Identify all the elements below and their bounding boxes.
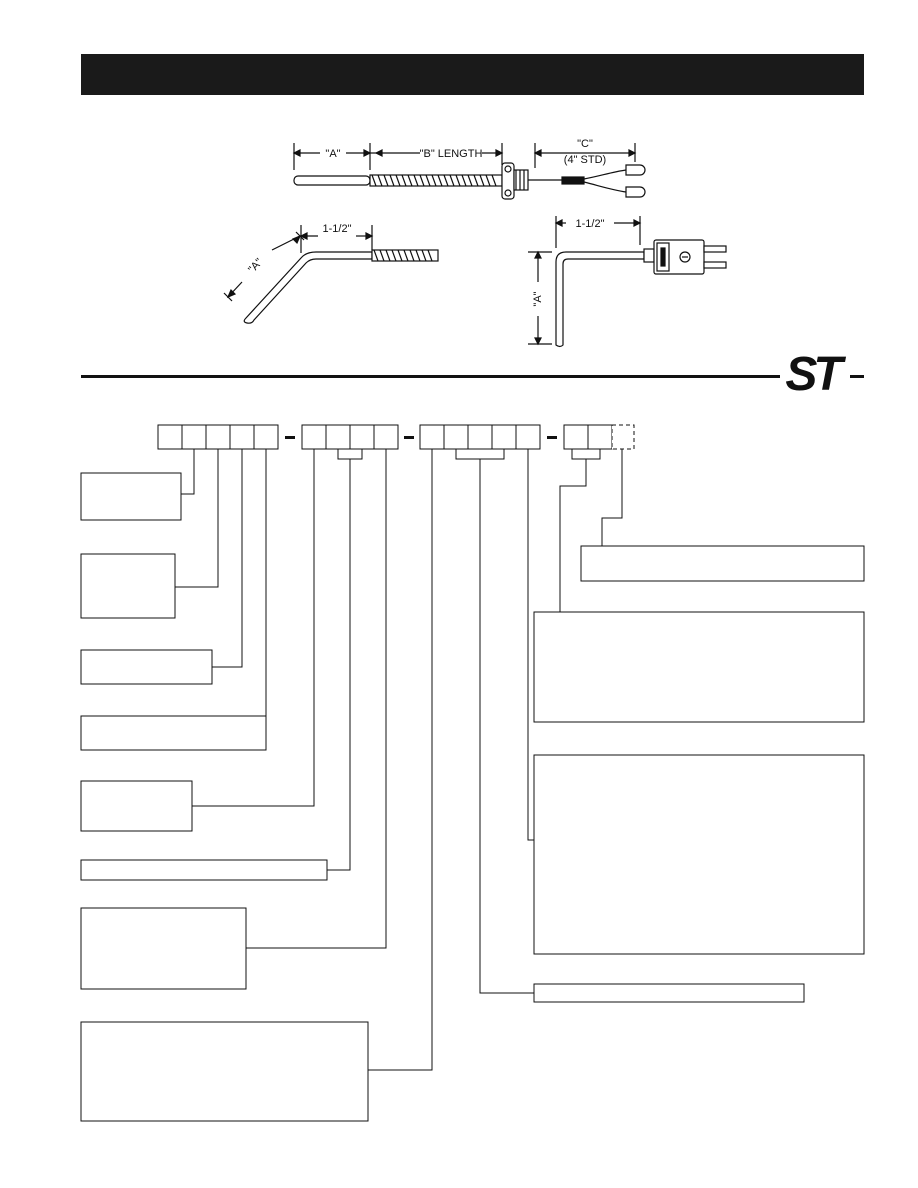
dim-b-label: "B" LENGTH: [420, 148, 483, 160]
pn-box: [253, 424, 279, 450]
bend-width-label: 1-1/2": [323, 223, 352, 235]
section-divider: [81, 375, 781, 378]
pn-box: [443, 424, 469, 450]
callout-box-9: [580, 545, 865, 582]
pn-box: [157, 424, 183, 450]
pn-box-optional: [611, 424, 635, 450]
bent-probe-icon: [223, 225, 439, 324]
pn-box: [491, 424, 517, 450]
callout-box-8: [80, 1021, 369, 1122]
callout-box-1: [80, 472, 182, 521]
bend-width-label-2: 1-1/2": [576, 218, 605, 230]
plug-probe-icon: [528, 216, 727, 348]
callout-box-10: [533, 611, 865, 723]
bend-dim-a-label-2: "A": [532, 291, 544, 306]
callout-boxes-right: [533, 545, 865, 1003]
callout-boxes-left: [80, 472, 369, 1122]
part-number-boxes: [157, 424, 635, 450]
dim-a-label: "A": [325, 148, 340, 160]
pn-box: [181, 424, 207, 450]
pn-box: [587, 424, 613, 450]
callout-box-4: [80, 715, 267, 751]
callout-box-12: [533, 983, 805, 1003]
callout-box-6: [80, 859, 328, 881]
leader-lines: [175, 449, 623, 1071]
pn-dashes: [285, 436, 557, 439]
pn-box: [301, 424, 327, 450]
pn-box: [373, 424, 399, 450]
pn-box: [515, 424, 541, 450]
pn-box: [467, 424, 493, 450]
pn-box: [563, 424, 589, 450]
callout-box-3: [80, 649, 213, 685]
pn-box: [205, 424, 231, 450]
pn-box: [349, 424, 375, 450]
thermocouple-probe-icon: [292, 143, 646, 200]
pn-box: [325, 424, 351, 450]
st-logo-text: ST: [785, 348, 846, 401]
pn-box: [229, 424, 255, 450]
callout-box-5: [80, 780, 193, 832]
callout-box-7: [80, 907, 247, 990]
st-logo-icon: ST: [780, 348, 850, 401]
dim-c-std-label: (4" STD): [564, 154, 606, 166]
dim-c-label: "C": [577, 138, 593, 150]
pn-box: [419, 424, 445, 450]
callout-box-11: [533, 754, 865, 955]
header-bar: [81, 54, 864, 95]
callout-box-2: [80, 553, 176, 619]
section-divider-right: [846, 375, 864, 378]
bend-dim-a-label: "A": [246, 256, 265, 275]
